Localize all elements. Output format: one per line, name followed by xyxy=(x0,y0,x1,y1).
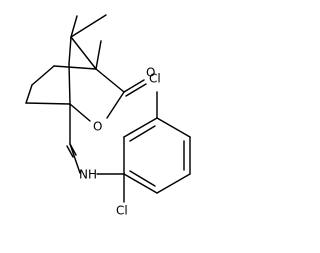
bond-amide-nitrogen xyxy=(69,143,81,174)
bond-bridge-top xyxy=(68,36,72,65)
bond-cage-left-down xyxy=(31,65,55,86)
ring-bond-2 xyxy=(123,117,158,138)
bond-bridge-right xyxy=(70,36,97,70)
chlorine-bottom-label: Cl xyxy=(116,204,128,218)
bond-methyl-left xyxy=(70,15,78,38)
carbonyl-oxygen-label: O xyxy=(146,66,155,80)
bond-carbonyl-carbon xyxy=(95,68,125,93)
amide-nitrogen-label: NH xyxy=(79,168,97,182)
ring-double-bond-3 xyxy=(129,170,156,187)
bond-methyl-upper-right xyxy=(95,40,102,70)
bond-carbonyl-double-a xyxy=(123,79,145,93)
chemical-structure: O O NH Cl Cl xyxy=(25,14,191,218)
ring-double-bond-1 xyxy=(129,125,156,142)
ring-bond-6 xyxy=(123,173,158,194)
ring-oxygen-label: O xyxy=(93,120,102,134)
bond-amide-double-b xyxy=(66,145,74,158)
ring-bond-3 xyxy=(156,117,191,138)
bond-carbonyl-double-b xyxy=(125,83,147,97)
bond-lactone-left xyxy=(69,103,91,122)
ring-bond-5 xyxy=(156,173,191,194)
bond-cage-left xyxy=(53,65,97,70)
bond-cage-bottom-left xyxy=(25,84,33,104)
bond-cage-center xyxy=(68,63,71,105)
chlorine-top-label: Cl xyxy=(149,72,161,86)
bond-methyl-right xyxy=(70,14,107,38)
bond-cage-bottom xyxy=(25,102,71,105)
bond-lactone-right xyxy=(106,91,125,119)
